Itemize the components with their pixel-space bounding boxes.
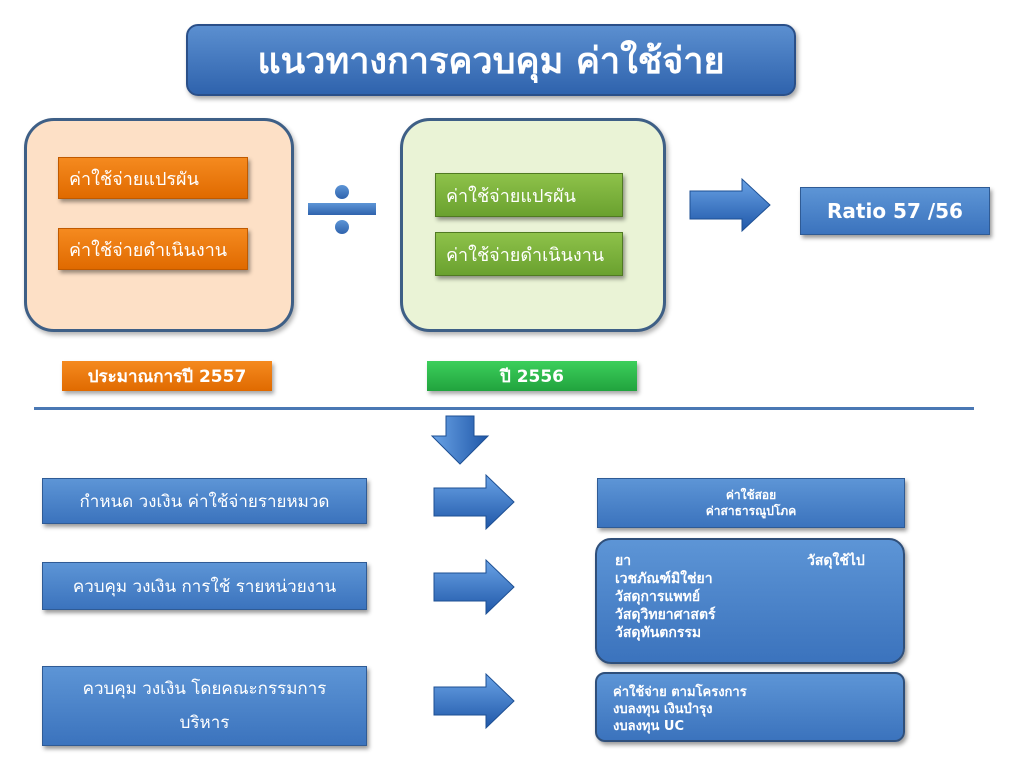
ratio-label: Ratio 57 /56 — [827, 199, 963, 223]
detail-investment-maintenance: งบลงทุน เงินบำรุง — [613, 702, 713, 717]
left-operating-cost-label: ค่าใช้จ่ายดำเนินงาน — [69, 239, 228, 261]
right-variable-cost-box: ค่าใช้จ่ายแปรผัน — [435, 173, 623, 217]
detail-utilities-expense: ค่าใช้สอย — [725, 488, 777, 502]
arrow-right-icon-row-2 — [433, 558, 515, 616]
label-2557-text: ประมาณการปี 2557 — [87, 366, 247, 387]
arrow-right-icon — [689, 177, 771, 233]
ratio-box: Ratio 57 /56 — [800, 187, 990, 235]
right-variable-cost-label: ค่าใช้จ่ายแปรผัน — [446, 185, 576, 207]
row-1-detail: ค่าใช้สอย ค่าสาธารณูปโภค — [597, 478, 905, 528]
detail-science-supplies: วัสดุวิทยาศาสตร์ — [615, 607, 716, 623]
detail-project-expense: ค่าใช้จ่าย ตามโครงการ — [613, 685, 747, 700]
label-2557: ประมาณการปี 2557 — [62, 361, 272, 391]
right-operating-cost-label: ค่าใช้จ่ายดำเนินงาน — [446, 244, 605, 266]
detail-investment-uc: งบลงทุน UC — [613, 719, 684, 734]
row-3-label-line-2: บริหาร — [179, 713, 230, 733]
label-2556: ปี 2556 — [427, 361, 637, 391]
detail-public-utilities: ค่าสาธารณูปโภค — [705, 504, 797, 518]
arrow-down-icon — [430, 415, 490, 465]
actual-2556-panel — [400, 118, 666, 332]
left-variable-cost-box: ค่าใช้จ่ายแปรผัน — [58, 157, 248, 199]
detail-dental-supplies: วัสดุทันตกรรม — [615, 625, 702, 641]
row-2-label: ควบคุม วงเงิน การใช้ รายหน่วยงาน — [72, 576, 337, 597]
detail-non-drug-supplies: เวชภัณฑ์มิใช่ยา — [615, 571, 713, 587]
row-2-detail: ยา เวชภัณฑ์มิใช่ยา วัสดุการแพทย์ วัสดุวิ… — [595, 538, 905, 664]
budget-2557-panel — [24, 118, 294, 332]
detail-consumables: วัสดุใช้ไป — [807, 553, 865, 569]
arrow-right-icon-row-3 — [433, 672, 515, 730]
detail-drugs: ยา — [615, 553, 632, 569]
divider-line — [34, 407, 974, 410]
label-2556-text: ปี 2556 — [499, 366, 565, 387]
arrow-right-icon-row-1 — [433, 473, 515, 531]
row-1-action: กำหนด วงเงิน ค่าใช้จ่ายรายหมวด — [42, 478, 367, 524]
row-3-detail: ค่าใช้จ่าย ตามโครงการ งบลงทุน เงินบำรุง … — [595, 672, 905, 742]
detail-medical-supplies: วัสดุการแพทย์ — [615, 589, 701, 605]
divide-icon — [308, 185, 376, 234]
row-1-label: กำหนด วงเงิน ค่าใช้จ่ายรายหมวด — [79, 491, 330, 512]
row-3-label-line-1: ควบคุม วงเงิน โดยคณะกรรมการ — [82, 679, 327, 699]
left-operating-cost-box: ค่าใช้จ่ายดำเนินงาน — [58, 228, 248, 270]
row-3-action: ควบคุม วงเงิน โดยคณะกรรมการ บริหาร — [42, 666, 367, 746]
right-operating-cost-box: ค่าใช้จ่ายดำเนินงาน — [435, 232, 623, 276]
row-2-action: ควบคุม วงเงิน การใช้ รายหน่วยงาน — [42, 562, 367, 610]
left-variable-cost-label: ค่าใช้จ่ายแปรผัน — [69, 168, 199, 190]
page-title: แนวทางการควบคุม ค่าใช้จ่าย — [186, 24, 796, 96]
